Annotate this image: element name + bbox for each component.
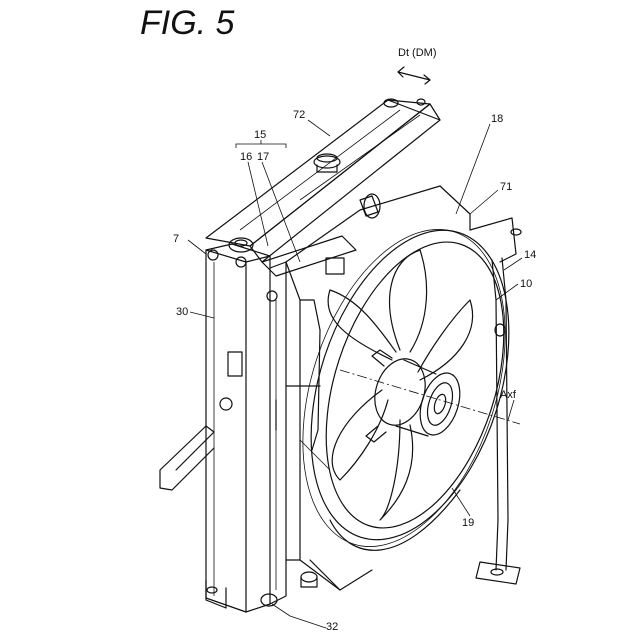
- label-axf: Axf: [500, 389, 517, 401]
- radiator-cap: [314, 154, 340, 172]
- label-30: 30: [176, 306, 188, 318]
- fan-shroud: [286, 186, 470, 590]
- label-15: 15: [254, 129, 266, 141]
- label-7: 7: [173, 233, 179, 245]
- fan-axis-line: [340, 370, 520, 424]
- label-10: 10: [520, 278, 532, 290]
- fan-motor-hub: [366, 350, 467, 442]
- direction-label: Dt (DM): [398, 47, 437, 59]
- left-side-tank: [206, 238, 270, 612]
- label-71: 71: [500, 181, 512, 193]
- label-16: 16: [240, 151, 252, 163]
- leader-lines: [188, 120, 522, 628]
- label-17: 17: [257, 151, 269, 163]
- label-72: 72: [293, 109, 305, 121]
- upper-crossbar: [262, 194, 380, 276]
- lower-shroud: [310, 490, 460, 590]
- bracket-brace-15: [236, 140, 286, 148]
- label-19: 19: [462, 517, 474, 529]
- label-14: 14: [524, 249, 536, 261]
- label-32: 32: [326, 621, 338, 633]
- label-18: 18: [491, 113, 503, 125]
- direction-arrow: [398, 67, 430, 84]
